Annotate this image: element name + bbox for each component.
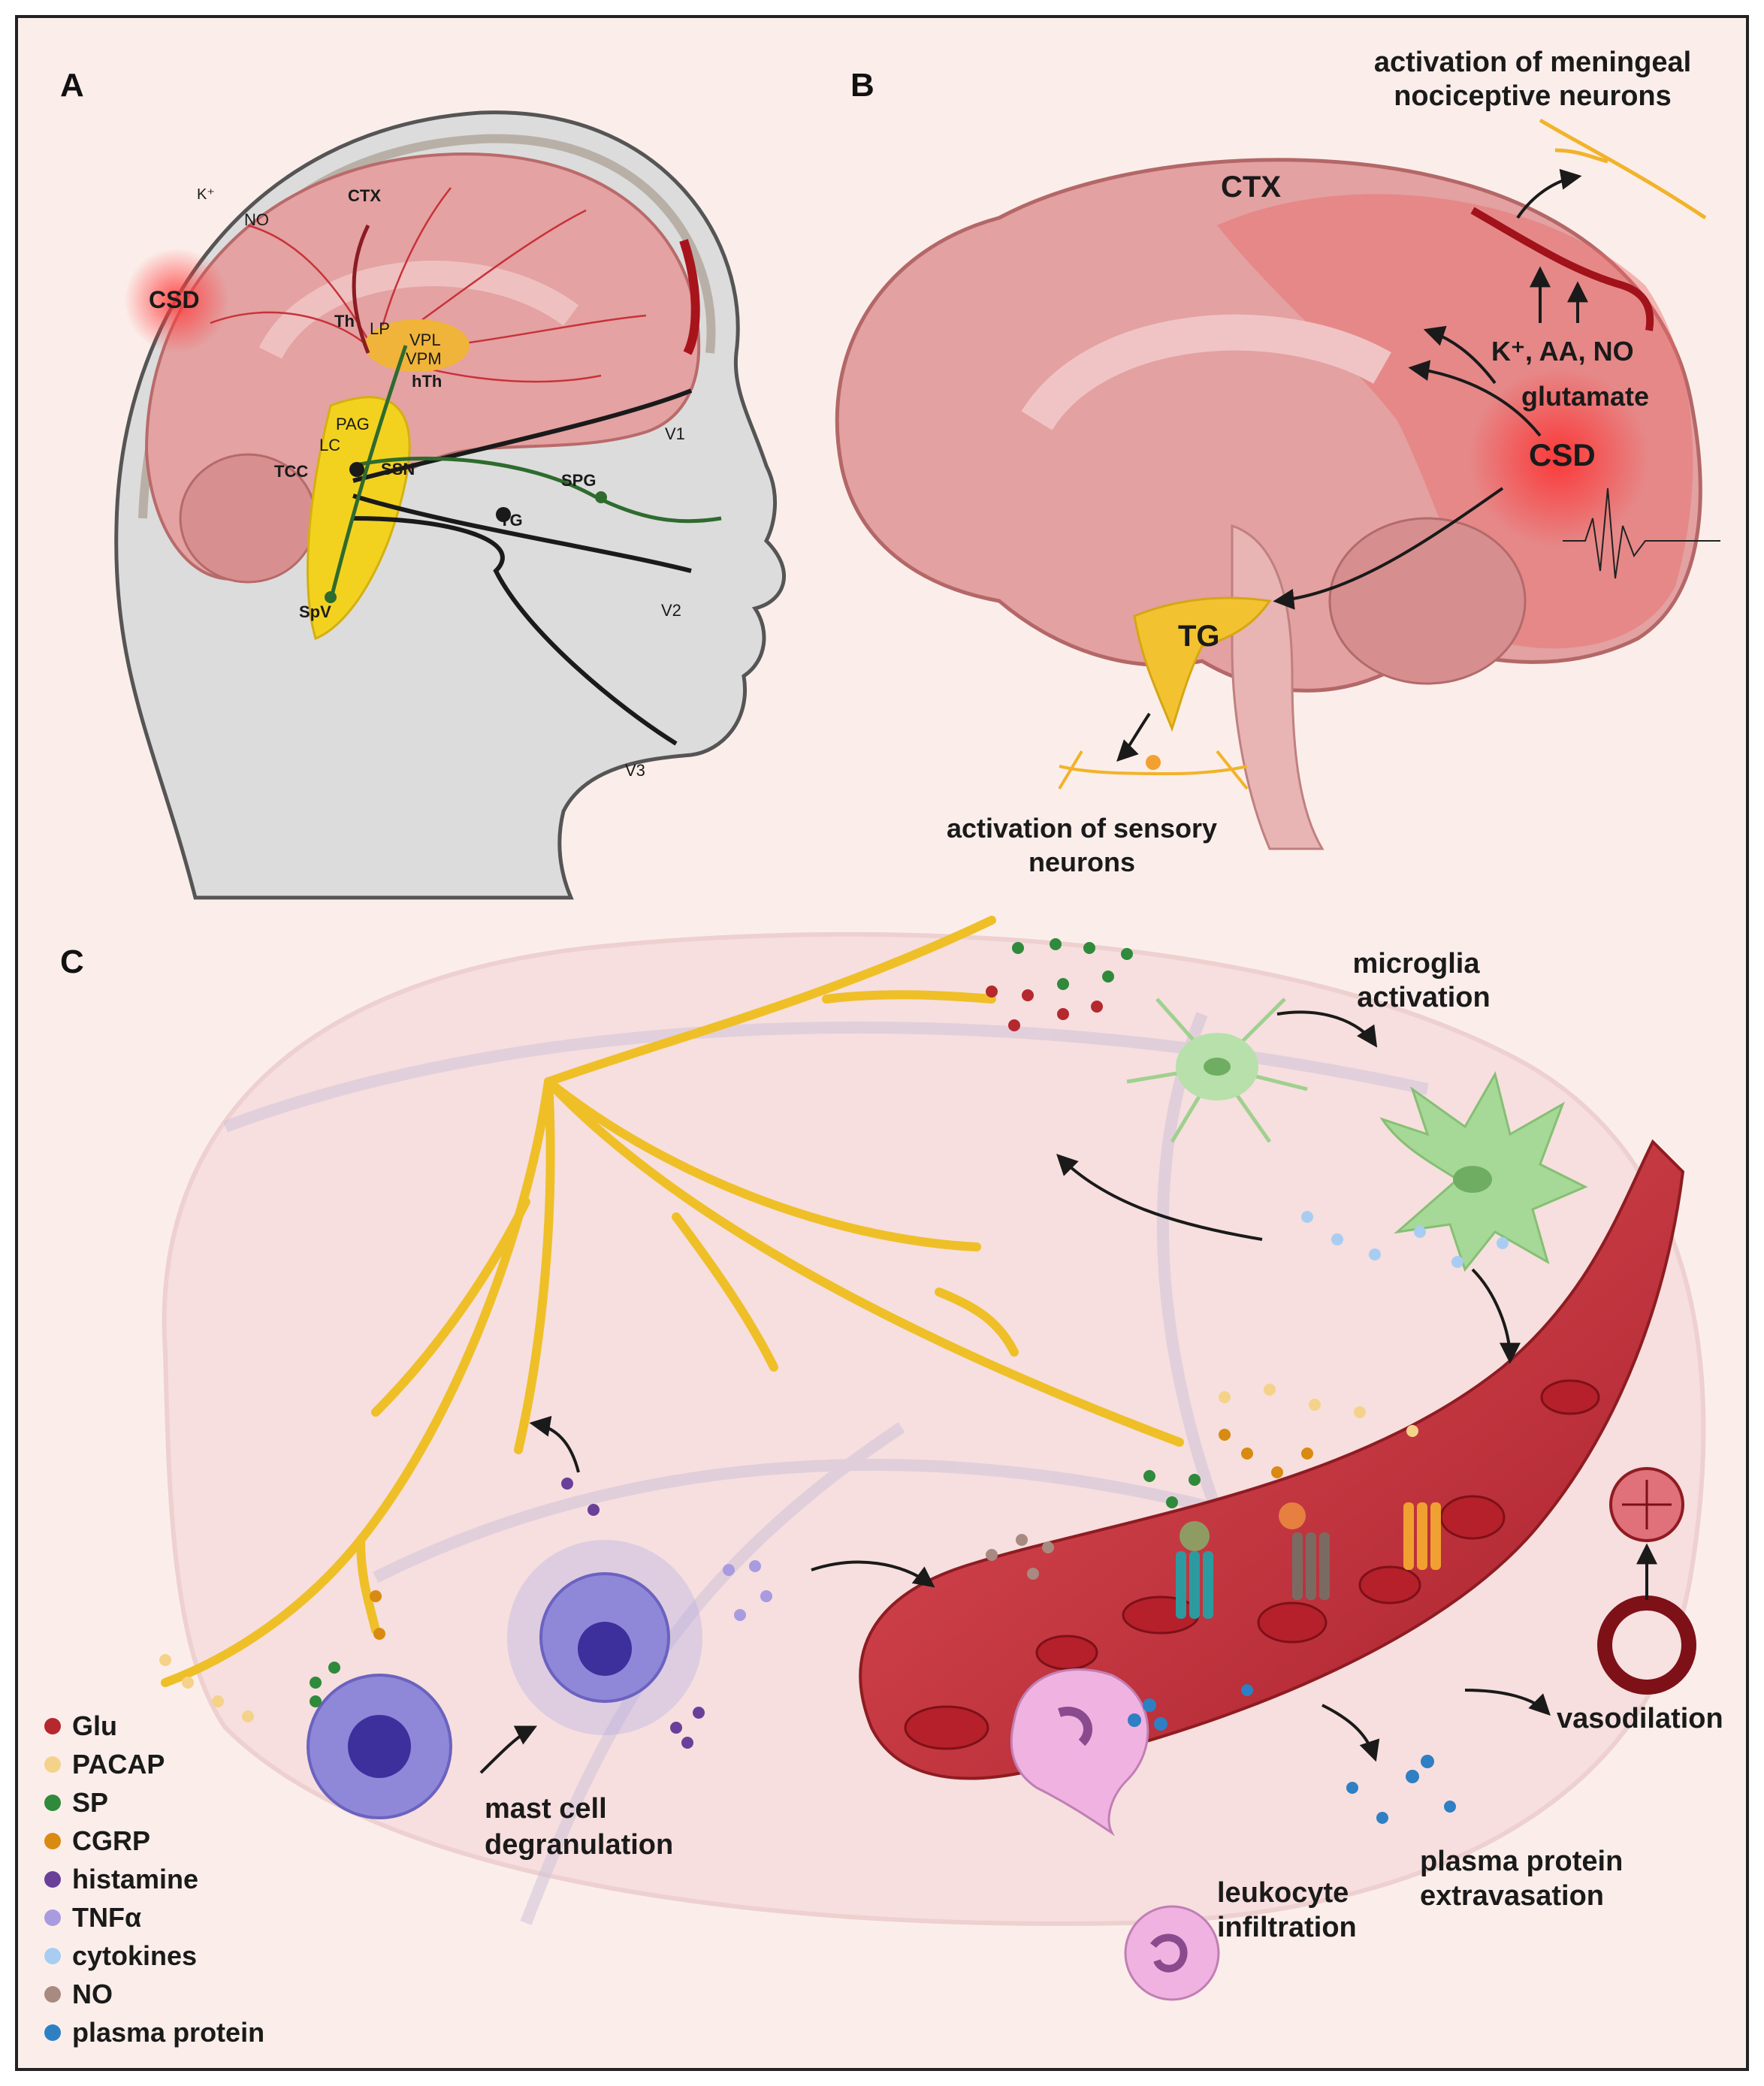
microglia-activated — [1379, 1071, 1588, 1272]
label-v2: V2 — [661, 601, 681, 620]
sensory-neuron-soma — [1146, 755, 1161, 770]
label-tcc: TCC — [274, 462, 308, 481]
legend-swatch — [44, 1756, 61, 1773]
arrows-b — [1116, 168, 1588, 762]
panel-b-letter: B — [850, 67, 874, 104]
panel-c: C — [44, 916, 1723, 2048]
legend-label: Glu — [72, 1710, 117, 1741]
legend-label: CGRP — [72, 1825, 150, 1856]
label-k-aa-no: K⁺, AA, NO — [1491, 336, 1634, 367]
legend-swatch — [44, 1718, 61, 1734]
label-meningeal-2: nociceptive neurons — [1394, 80, 1672, 112]
label-pag: PAG — [336, 415, 370, 433]
arrows-c — [479, 1010, 1657, 1774]
cerebellum-b — [1328, 517, 1527, 685]
tg-ganglion-b — [1133, 596, 1272, 732]
label-plasma-1: plasma protein — [1420, 1846, 1623, 1877]
red-blood-cells — [904, 1379, 1600, 1750]
mast-cell-intact — [307, 1674, 452, 1819]
label-mast-2: degranulation — [485, 1829, 673, 1861]
spg-node — [595, 491, 607, 503]
legend-swatch — [44, 1948, 61, 1964]
label-vpl: VPL — [409, 331, 441, 349]
panel-c-letter: C — [60, 943, 84, 980]
legend-swatch — [44, 2024, 61, 2041]
label-th: Th — [334, 312, 355, 331]
receptor-cgrp — [1279, 1502, 1330, 1600]
label-vpm: VPM — [406, 349, 442, 368]
molecule-dots-c — [159, 938, 1509, 1824]
label-sensory-1: activation of sensory — [947, 813, 1217, 844]
mast-cell-degranulating — [507, 1540, 702, 1735]
meningeal-vessel-a — [679, 239, 700, 355]
label-plasma-2: extravasation — [1420, 1880, 1604, 1912]
legend-label: cytokines — [72, 1940, 197, 1971]
receptor-sp — [1176, 1521, 1213, 1619]
legend-swatch — [44, 1909, 61, 1926]
thalamus — [364, 319, 470, 372]
label-glutamate: glutamate — [1521, 381, 1649, 412]
legend-label: PACAP — [72, 1749, 165, 1780]
legend-label: SP — [72, 1787, 108, 1818]
label-microglia-2: activation — [1357, 982, 1490, 1013]
label-csd-b: CSD — [1529, 437, 1596, 472]
label-ctx-b: CTX — [1221, 171, 1281, 204]
legend-swatch — [44, 1833, 61, 1849]
label-sensory-2: neurons — [1028, 847, 1135, 877]
panel-b: B activation of — [835, 47, 1720, 877]
label-v1: V1 — [665, 424, 685, 443]
label-lc: LC — [319, 436, 340, 454]
panel-a-letter: A — [60, 67, 84, 104]
label-mast-1: mast cell — [485, 1793, 607, 1825]
label-ssn: SSN — [381, 460, 415, 478]
label-spv: SpV — [299, 602, 331, 621]
legend-label: NO — [72, 1979, 113, 2009]
legend-swatch — [44, 1871, 61, 1888]
label-spg: SPG — [561, 471, 596, 490]
label-k-a: K⁺ — [197, 186, 215, 203]
eeg-trace — [1563, 488, 1720, 579]
label-hth: hTh — [412, 372, 442, 391]
meningeal-vessel-b — [1470, 207, 1654, 331]
csd-glow-b — [1469, 368, 1649, 548]
label-leukocyte-2: infiltration — [1217, 1912, 1357, 1943]
label-no-a: NO — [244, 210, 269, 229]
legend-label: histamine — [72, 1864, 198, 1894]
label-tg-a: TG — [500, 511, 523, 530]
trigeminal-fibers — [161, 916, 1184, 1687]
label-microglia-1: microglia — [1353, 948, 1481, 980]
legend-label: TNFα — [72, 1902, 141, 1933]
corpus-callosum-b — [1021, 314, 1391, 431]
spv-node — [325, 591, 337, 603]
label-v3: V3 — [625, 761, 645, 780]
label-meningeal-1: activation of meningeal — [1374, 47, 1691, 78]
receptor-pacap — [1403, 1502, 1441, 1570]
vessel-dilated-icon — [1609, 1467, 1684, 1542]
leukocyte-extravasated — [1124, 1905, 1220, 2001]
label-vasodilation: vasodilation — [1557, 1703, 1723, 1734]
csd-glow-a — [124, 248, 229, 353]
label-csd-a: CSD — [149, 286, 200, 313]
tg-node-a — [496, 507, 511, 522]
label-ctx-a: CTX — [348, 186, 381, 205]
vessel-normal-icon — [1597, 1595, 1696, 1695]
sensory-neuron — [1058, 750, 1249, 790]
legend-label: plasma protein — [72, 2017, 264, 2048]
label-tg-b: TG — [1178, 620, 1220, 653]
legend-swatch — [44, 1986, 61, 2003]
label-lp: LP — [370, 319, 390, 338]
nerves-a — [328, 224, 722, 746]
meningeal-neuron — [1539, 118, 1707, 220]
panel-a: A — [60, 67, 787, 900]
microglia-resting — [1126, 998, 1308, 1143]
label-leukocyte-1: leukocyte — [1217, 1877, 1349, 1909]
leukocyte-in-vessel — [1010, 1668, 1149, 1837]
corpus-callosum-a — [258, 261, 579, 360]
ssn-node — [349, 462, 364, 477]
legend-swatch — [44, 1795, 61, 1811]
